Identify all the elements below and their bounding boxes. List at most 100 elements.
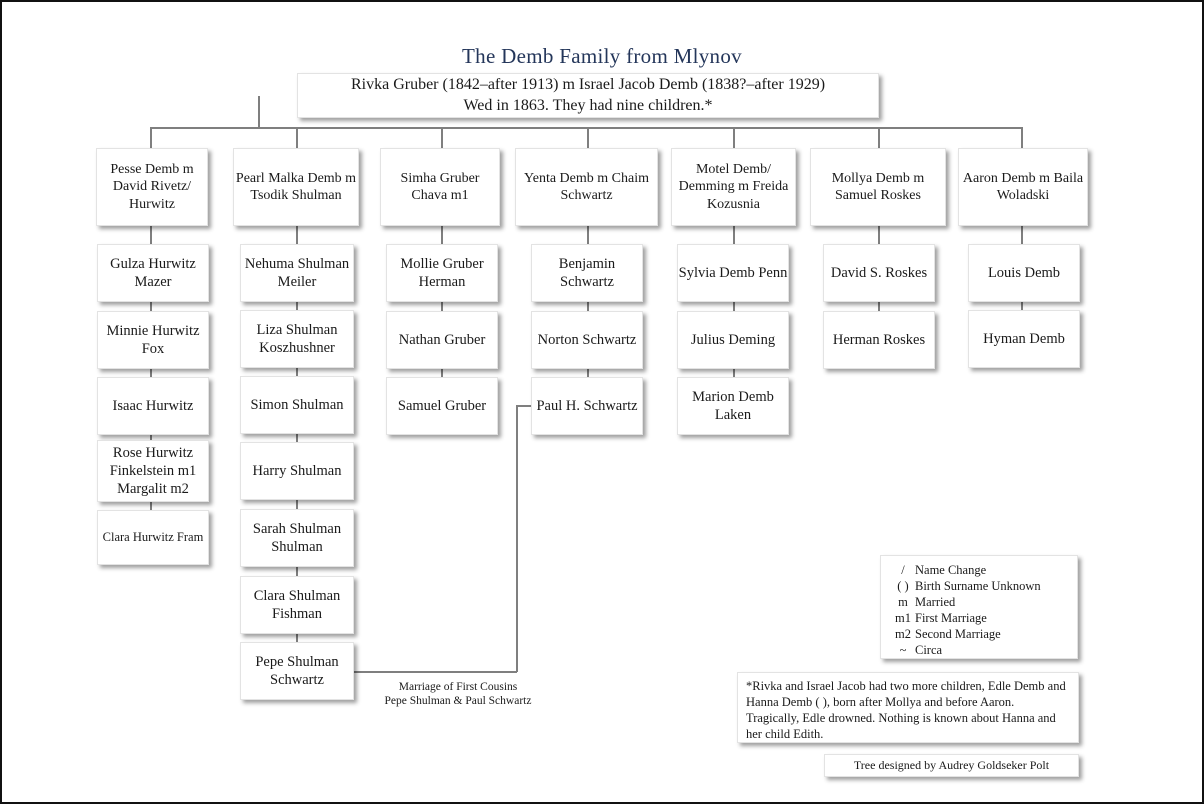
drop-6 (878, 127, 880, 149)
first-cousins-note: Marriage of First Cousins Pepe Shulman &… (366, 680, 550, 709)
grandchild-box: Julius Deming (677, 311, 789, 369)
legend-symbol: m1 (895, 611, 911, 625)
credit-text: Tree designed by Audrey Goldseker Polt (853, 758, 1050, 772)
grandchild-box: Norton Schwartz (531, 311, 643, 369)
grandchild-name: Paul H. Schwartz (536, 397, 638, 414)
grandchild-name: Clara Shulman Fishman (253, 587, 341, 622)
grandchild-name: Norton Schwartz (537, 331, 637, 348)
legend-meaning: First Marriage (915, 611, 987, 625)
root-couple-box: Rivka Gruber (1842–after 1913) m Israel … (297, 73, 879, 118)
drop-1 (150, 127, 152, 149)
grandchild-box: Isaac Hurwitz (97, 377, 209, 435)
child-name: Mollya Demb m Samuel Roskes (831, 170, 925, 204)
legend-row: ( )Birth Surname Unknown (891, 578, 1041, 594)
grandchild-box: Nathan Gruber (386, 311, 498, 369)
root-couple-marriage: Wed in 1863. They had nine children.* (463, 96, 713, 114)
legend-symbol: m (898, 595, 908, 609)
grandchild-name: Rose Hurwitz Finkelstein m1 Margalit m2 (109, 444, 197, 498)
first-cousins-note-line1: Marriage of First Cousins (398, 681, 518, 693)
grandchild-name: Samuel Gruber (397, 397, 487, 414)
grandchild-name: Liza Shulman Koszhushner (256, 321, 338, 356)
grandchild-name: Marion Demb Laken (692, 388, 774, 423)
grandchild-name: Pepe Shulman Schwartz (255, 653, 339, 688)
grandchild-box: Liza Shulman Koszhushner (240, 310, 354, 368)
legend-symbol: ~ (899, 643, 907, 657)
cousin-link-vertical (516, 405, 518, 672)
legend-row: m1 First Marriage (891, 610, 1041, 626)
grandchild-name: Benjamin Schwartz (558, 255, 616, 290)
child-name: Yenta Demb m Chaim Schwartz (524, 170, 649, 204)
grandchild-box: Mollie Gruber Herman (386, 244, 498, 302)
grandchild-box: Rose Hurwitz Finkelstein m1 Margalit m2 (97, 440, 209, 502)
grandchild-box: Nehuma Shulman Meiler (240, 244, 354, 302)
drop-2 (296, 127, 298, 149)
grandchild-name: Isaac Hurwitz (112, 397, 194, 414)
grandchild-box: Clara Shulman Fishman (240, 576, 354, 634)
child-name: Aaron Demb m Baila Woladski (962, 170, 1084, 204)
grandchild-box: Minnie Hurwitz Fox (97, 311, 209, 369)
child-box-motel: Motel Demb/ Demming m Freida Kozusnia (671, 148, 796, 226)
credit-box: Tree designed by Audrey Goldseker Polt (824, 754, 1079, 777)
grandchild-box: Sylvia Demb Penn (677, 244, 789, 302)
grandchild-name: Simon Shulman (250, 396, 344, 413)
drop-4 (587, 127, 589, 149)
legend-row: /Name Change (891, 562, 1041, 578)
drop-5 (733, 127, 735, 149)
child-box-simha: Simha Gruber Chava m1 (380, 148, 500, 226)
child-name: Motel Demb/ Demming m Freida Kozusnia (678, 161, 789, 212)
grandchild-name: Louis Demb (987, 264, 1061, 281)
root-stem (258, 96, 260, 128)
legend-meaning: Married (915, 595, 956, 609)
grandchild-box: Marion Demb Laken (677, 377, 789, 435)
cousin-link-top (516, 405, 532, 407)
grandchild-box: Benjamin Schwartz (531, 244, 643, 302)
grandchild-name: Herman Roskes (832, 331, 926, 348)
grandchild-box: Samuel Gruber (386, 377, 498, 435)
grandchild-box: Hyman Demb (968, 310, 1080, 368)
grandchild-name: Sarah Shulman Shulman (252, 520, 342, 555)
grandchild-box: Gulza Hurwitz Mazer (97, 244, 209, 302)
legend-symbol: m2 (895, 627, 911, 641)
footnote-text: *Rivka and Israel Jacob had two more chi… (746, 679, 1066, 741)
child-box-mollya: Mollya Demb m Samuel Roskes (810, 148, 946, 226)
footnote-box: *Rivka and Israel Jacob had two more chi… (737, 672, 1079, 743)
column-1-line (150, 226, 152, 526)
child-box-pearl: Pearl Malka Demb m Tsodik Shulman (233, 148, 359, 226)
first-cousins-note-line2: Pepe Shulman & Paul Schwartz (384, 695, 532, 708)
legend-meaning: Second Marriage (915, 627, 1001, 641)
grandchild-box: Harry Shulman (240, 442, 354, 500)
root-couple-names: Rivka Gruber (1842–after 1913) m Israel … (350, 75, 826, 93)
grandchild-name: Clara Hurwitz Fram (102, 529, 204, 544)
legend-row: m2 Second Marriage (891, 626, 1041, 642)
grandchild-box: Sarah Shulman Shulman (240, 509, 354, 567)
child-box-pesse: Pesse Demb m David Rivetz/ Hurwitz (96, 148, 208, 226)
grandchild-name: Minnie Hurwitz Fox (106, 322, 200, 357)
child-name: Pearl Malka Demb m Tsodik Shulman (235, 170, 357, 204)
child-name: Simha Gruber Chava m1 (400, 170, 480, 204)
grandchild-name: Sylvia Demb Penn (678, 264, 788, 281)
grandchild-box: Simon Shulman (240, 376, 354, 434)
chart-title: The Demb Family from Mlynov (462, 44, 742, 68)
legend-meaning: Circa (915, 643, 943, 657)
drop-7 (1021, 127, 1023, 149)
grandchild-name: Nathan Gruber (398, 331, 486, 348)
legend-meaning: Birth Surname Unknown (915, 579, 1041, 593)
grandchild-name: Gulza Hurwitz Mazer (110, 255, 196, 290)
grandchild-name: Hyman Demb (983, 330, 1065, 347)
child-box-yenta: Yenta Demb m Chaim Schwartz (515, 148, 658, 226)
legend-row: ~ Circa (891, 642, 1041, 658)
legend-row: m Married (891, 594, 1041, 610)
grandchild-name: Julius Deming (690, 331, 776, 348)
grandchild-name: Mollie Gruber Herman (400, 255, 484, 290)
grandchild-box: Louis Demb (968, 244, 1080, 302)
drop-3 (441, 127, 443, 149)
grandchild-box: Paul H. Schwartz (531, 377, 643, 435)
child-box-aaron: Aaron Demb m Baila Woladski (958, 148, 1088, 226)
child-name: Pesse Demb m David Rivetz/ Hurwitz (110, 161, 194, 212)
cousin-link-horizontal (354, 671, 517, 673)
grandchild-name: Nehuma Shulman Meiler (244, 255, 350, 290)
grandchild-box: Clara Hurwitz Fram (97, 510, 209, 565)
